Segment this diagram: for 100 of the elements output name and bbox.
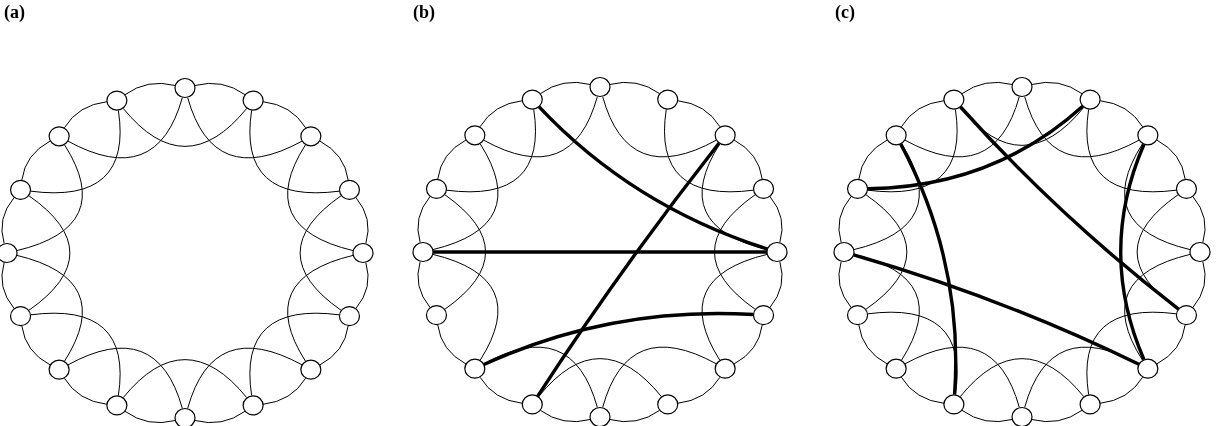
network-node xyxy=(657,394,679,415)
network-edge xyxy=(262,377,307,405)
network-node xyxy=(846,178,869,199)
network-node xyxy=(833,241,855,263)
network-edge xyxy=(287,254,354,362)
network-node xyxy=(1189,241,1211,263)
network-edge xyxy=(1,197,15,244)
network-edge xyxy=(1024,96,1140,158)
network-node xyxy=(338,179,361,200)
network-node xyxy=(846,305,869,326)
network-edge xyxy=(904,346,1020,408)
network-node xyxy=(521,89,543,110)
network-node xyxy=(657,89,679,110)
network-edge xyxy=(1192,261,1206,308)
panel-label: (b) xyxy=(413,2,435,23)
network-edge xyxy=(432,253,499,361)
network-node xyxy=(714,125,736,146)
network-edge xyxy=(16,144,83,252)
network-node xyxy=(885,358,907,379)
network-edge xyxy=(539,409,591,423)
network-edge xyxy=(701,253,768,361)
network-edge xyxy=(1192,196,1206,243)
network-edge xyxy=(299,195,342,311)
network-node xyxy=(300,126,322,147)
network-node xyxy=(464,358,486,379)
shortcut-edge xyxy=(433,250,767,254)
network-node xyxy=(412,241,434,263)
network-node xyxy=(1011,76,1033,98)
network-edge xyxy=(961,81,1013,95)
network-node xyxy=(106,90,128,111)
network-edge xyxy=(287,144,354,252)
network-edge xyxy=(900,376,945,404)
network-edge xyxy=(677,100,721,128)
shortcut-edge xyxy=(537,105,768,251)
shortcut-edge xyxy=(853,253,1140,366)
network-edge xyxy=(63,377,108,405)
network-node xyxy=(752,305,775,326)
network-node xyxy=(425,305,448,326)
network-edge xyxy=(122,107,248,147)
network-node xyxy=(521,394,543,415)
panel-label: (c) xyxy=(835,2,855,23)
network-edge xyxy=(1156,324,1186,365)
network-edge xyxy=(959,358,1085,398)
network-node xyxy=(9,179,32,200)
network-edge xyxy=(900,100,945,128)
network-edge xyxy=(21,325,51,366)
network-node xyxy=(48,126,70,147)
network-node xyxy=(464,125,486,146)
shortcut-edge xyxy=(536,142,721,397)
network-edge xyxy=(602,96,717,158)
shortcut-edge xyxy=(483,311,754,367)
network-node xyxy=(714,358,736,379)
network-node xyxy=(300,359,322,380)
network-node xyxy=(1175,305,1198,326)
network-edge xyxy=(417,196,431,243)
network-node xyxy=(1079,89,1101,110)
network-edge xyxy=(417,261,431,308)
network-node xyxy=(242,90,264,111)
network-edge xyxy=(16,254,83,362)
network-edge xyxy=(1156,139,1186,180)
network-edge xyxy=(733,324,763,365)
network-node xyxy=(943,394,965,415)
network-edge xyxy=(319,325,349,366)
network-edge xyxy=(539,81,591,95)
network-node xyxy=(1011,406,1033,426)
network-edge xyxy=(677,376,721,404)
network-node xyxy=(766,241,788,263)
network-node xyxy=(48,359,70,380)
network-edge xyxy=(1099,376,1144,404)
network-node xyxy=(1079,394,1101,415)
network-edge xyxy=(187,97,303,159)
network-node xyxy=(1137,125,1159,146)
network-edge xyxy=(445,108,536,193)
shortcut-edge xyxy=(899,143,958,395)
network-edge xyxy=(1124,143,1191,251)
network-node xyxy=(352,242,374,264)
network-edge xyxy=(838,196,852,243)
network-edge xyxy=(858,324,888,365)
network-edge xyxy=(21,140,51,181)
network-edge xyxy=(713,194,756,310)
network-edge xyxy=(904,96,1020,158)
panel-label: (a) xyxy=(4,2,25,23)
network-edge xyxy=(67,97,183,159)
network-edge xyxy=(609,81,661,95)
network-node xyxy=(943,89,965,110)
network-edge xyxy=(1,262,15,309)
network-edge xyxy=(67,347,183,409)
network-node xyxy=(174,407,196,426)
network-edge xyxy=(319,140,349,181)
network-edge xyxy=(355,197,369,244)
network-edge xyxy=(437,324,467,365)
network-edge xyxy=(602,346,717,408)
network-edge xyxy=(1124,253,1191,361)
shortcut-edge xyxy=(867,104,1084,191)
network-edge xyxy=(865,194,908,310)
network-node xyxy=(589,76,611,98)
network-edge xyxy=(538,358,662,398)
network-edge xyxy=(1099,100,1144,128)
network-node xyxy=(9,306,32,327)
network-edge xyxy=(479,100,523,128)
